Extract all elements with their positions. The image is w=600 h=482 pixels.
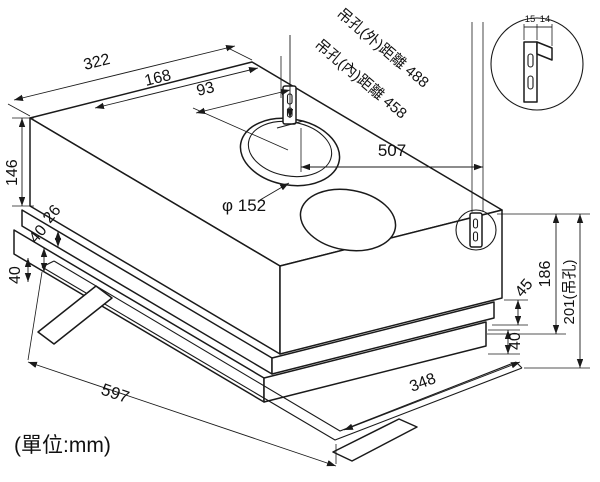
- label-unit-note: (單位:mm): [14, 434, 111, 457]
- label-201: 201(吊孔): [561, 259, 578, 324]
- detail-circle: [490, 17, 584, 111]
- ext-322-right: [227, 47, 253, 61]
- label-597: 597: [99, 380, 132, 407]
- detail-slot-top: [527, 53, 534, 68]
- body-right-face: [279, 209, 503, 355]
- label-322: 322: [82, 51, 112, 74]
- dim-93: [195, 89, 291, 114]
- label-diameter: φ 152: [222, 196, 266, 215]
- label-40-right: 40: [507, 332, 524, 350]
- label-186: 186: [537, 261, 554, 288]
- left-bracket-base: [276, 120, 304, 129]
- label-168: 168: [143, 67, 173, 90]
- outlet2-circle: [299, 188, 397, 252]
- right-chamfer-panel: [332, 418, 418, 462]
- dim-597: [27, 361, 337, 467]
- label-348: 348: [407, 370, 438, 395]
- dim-348: [343, 361, 521, 431]
- dim-168: [94, 67, 259, 109]
- bracket-detail-view: 15 14: [490, 14, 584, 111]
- right-bracket-slot-top: [472, 218, 479, 229]
- label-507: 507: [378, 141, 406, 160]
- outlet1-center-ext: [192, 107, 289, 151]
- left-chamfer-panel: [37, 285, 113, 345]
- detail-slot-bottom: [527, 75, 534, 90]
- right-bracket-callout-circle: [455, 209, 497, 251]
- right-bracket-slot-bottom: [472, 231, 479, 242]
- right-bracket-plate: [469, 212, 483, 248]
- detail-label-14: 14: [540, 14, 551, 25]
- detail-flange: [536, 41, 553, 61]
- label-45: 45: [512, 276, 537, 301]
- label-40-left-b: 40: [7, 266, 24, 284]
- dimension-lines: [7, 45, 590, 467]
- label-146: 146: [4, 159, 21, 186]
- diameter-leader-arrow: [259, 182, 290, 201]
- left-bracket-plate: [282, 85, 297, 125]
- label-93: 93: [195, 79, 216, 100]
- detail-label-15: 15: [525, 14, 536, 25]
- ext-597-left: [27, 271, 43, 361]
- ext-322-left: [7, 103, 31, 117]
- leader-lines: [192, 22, 484, 212]
- detail-plate: [523, 41, 538, 103]
